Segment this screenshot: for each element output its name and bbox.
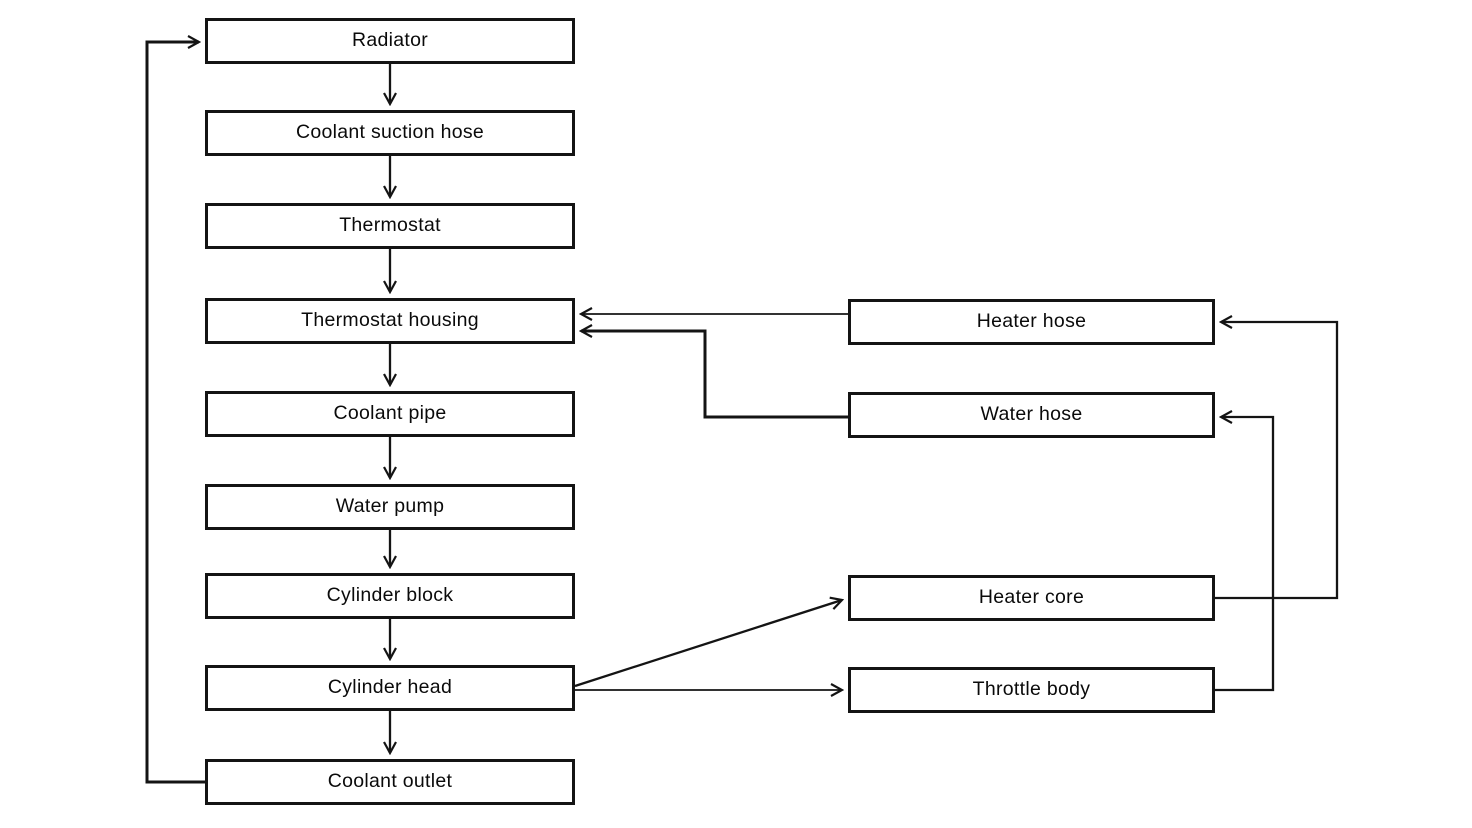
node-water-hose: Water hose [848, 392, 1215, 438]
node-cylinder-head: Cylinder head [205, 665, 575, 711]
node-coolant-suction-hose: Coolant suction hose [205, 110, 575, 156]
node-coolant-outlet: Coolant outlet [205, 759, 575, 805]
edge-cylinder-head-to-heater-core [574, 600, 842, 688]
edge-throttle-body-to-water-hose [1215, 417, 1275, 692]
edge-heater-core-to-heater-hose [1215, 322, 1339, 600]
node-water-pump: Water pump [205, 484, 575, 530]
node-thermostat-housing: Thermostat housing [205, 298, 575, 344]
edge-coolant-outlet-to-radiator [145, 42, 205, 784]
node-throttle-body: Throttle body [848, 667, 1215, 713]
node-cylinder-block: Cylinder block [205, 573, 575, 619]
node-heater-core: Heater core [848, 575, 1215, 621]
node-radiator: Radiator [205, 18, 575, 64]
node-heater-hose: Heater hose [848, 299, 1215, 345]
node-coolant-pipe: Coolant pipe [205, 391, 575, 437]
edge-water-hose-to-thermostat-housing [581, 331, 848, 419]
node-thermostat: Thermostat [205, 203, 575, 249]
